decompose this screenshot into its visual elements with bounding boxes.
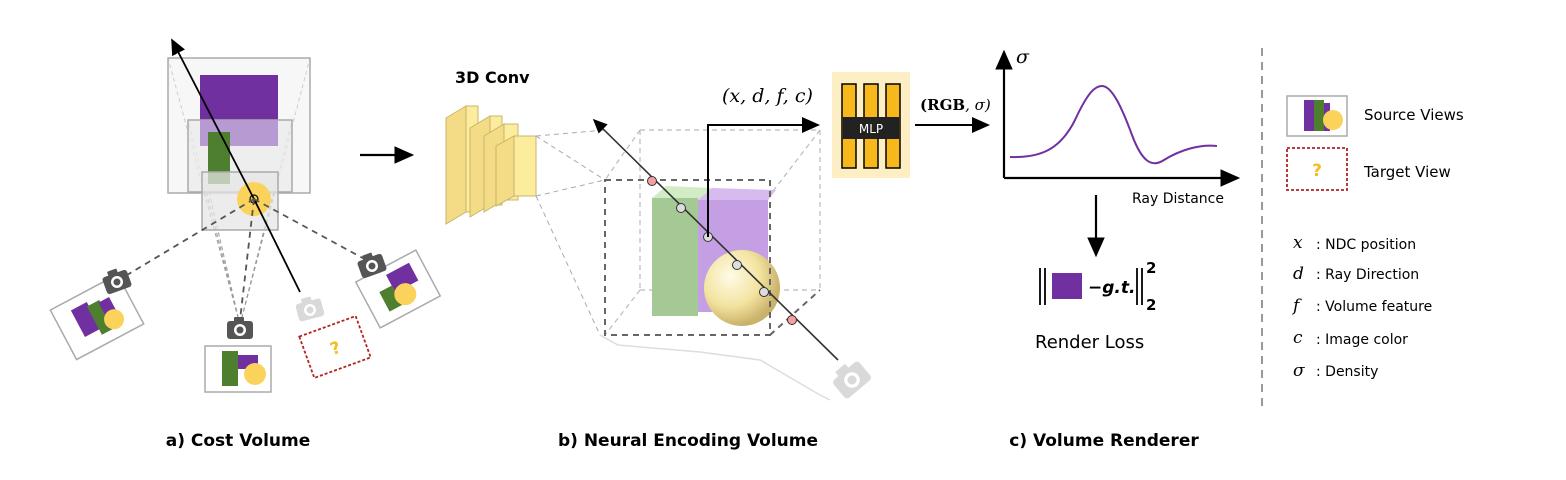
caption-neural-encoding-volume: b) Neural Encoding Volume bbox=[558, 431, 818, 451]
source-view-bottom bbox=[204, 345, 272, 393]
legend-target-icon bbox=[1286, 147, 1348, 191]
legend: Source Views ? Target View x : NDC posit… bbox=[1286, 95, 1464, 381]
distance-axis-label: Ray Distance bbox=[1132, 191, 1224, 207]
legend-symbol: σ bbox=[1293, 361, 1305, 381]
legend-symbol-desc: : Image color bbox=[1316, 332, 1408, 348]
legend-symbols: x : NDC position d : Ray Direction f : V… bbox=[1291, 233, 1432, 381]
legend-symbol-desc: : Ray Direction bbox=[1316, 267, 1419, 283]
volume-renderer-panel: σ Ray Distance −g.t. 2 2 Render Loss bbox=[995, 46, 1241, 353]
volume-cube-front bbox=[604, 179, 821, 336]
legend-symbol: c bbox=[1293, 328, 1303, 348]
source-view-right bbox=[354, 249, 442, 329]
green-box-top bbox=[652, 186, 712, 200]
legend-symbol: f bbox=[1291, 296, 1302, 316]
legend-symbol: d bbox=[1293, 264, 1304, 284]
purple-box-top bbox=[698, 188, 776, 200]
camera-icon-render bbox=[828, 356, 873, 400]
loss-subscript: 2 bbox=[1146, 296, 1156, 314]
legend-target-question-mark: ? bbox=[1312, 161, 1322, 181]
legend-symbol-desc: : NDC position bbox=[1316, 237, 1416, 253]
mlp-label-box bbox=[843, 117, 899, 139]
ray-line bbox=[253, 198, 301, 293]
ray-sample-points bbox=[647, 176, 797, 325]
source-rays bbox=[121, 198, 371, 321]
density-curve bbox=[1009, 84, 1218, 165]
mlp-input-label: (x, d, f, c) bbox=[722, 85, 813, 107]
conv3d-label: 3D Conv bbox=[455, 68, 530, 87]
green-block bbox=[208, 132, 230, 184]
source-view-left bbox=[49, 273, 145, 361]
loss-exponent: 2 bbox=[1146, 259, 1156, 277]
density-axis-label: σ bbox=[1016, 46, 1030, 68]
loss-image-swatch bbox=[1052, 273, 1082, 299]
target-view: ? bbox=[298, 314, 372, 380]
conv3d-blocks bbox=[445, 105, 537, 225]
render-loss-formula: −g.t. 2 2 bbox=[1039, 259, 1156, 314]
caption-cost-volume: a) Cost Volume bbox=[166, 431, 311, 451]
legend-symbol-desc: : Density bbox=[1316, 364, 1378, 380]
cost-volume-panel: ? bbox=[49, 38, 442, 393]
conv-to-cube-lines bbox=[535, 129, 606, 336]
caption-volume-renderer: c) Volume Renderer bbox=[1009, 431, 1199, 451]
camera-icon-target bbox=[294, 294, 325, 323]
loss-ground-truth: −g.t. bbox=[1088, 278, 1135, 298]
legend-symbol-desc: : Volume feature bbox=[1316, 299, 1432, 315]
legend-target-label: Target View bbox=[1363, 163, 1451, 181]
purple-block bbox=[200, 75, 278, 120]
ground-shadow bbox=[599, 334, 831, 401]
legend-symbol: x bbox=[1293, 233, 1303, 253]
mlp-output-label: (RGB, σ) bbox=[920, 96, 991, 114]
neural-encoding-panel: 3D Conv bbox=[445, 68, 991, 401]
mlp-label: MLP bbox=[859, 122, 883, 136]
green-box bbox=[652, 198, 698, 316]
sphere bbox=[704, 250, 780, 326]
camera-ray bbox=[592, 118, 839, 361]
feature-arrow bbox=[707, 117, 820, 237]
ray-arrow bbox=[171, 38, 255, 200]
camera-icon-bottom bbox=[227, 317, 253, 339]
render-loss-label: Render Loss bbox=[1035, 332, 1144, 353]
legend-source-label: Source Views bbox=[1364, 106, 1464, 124]
legend-source-icon bbox=[1286, 95, 1348, 137]
